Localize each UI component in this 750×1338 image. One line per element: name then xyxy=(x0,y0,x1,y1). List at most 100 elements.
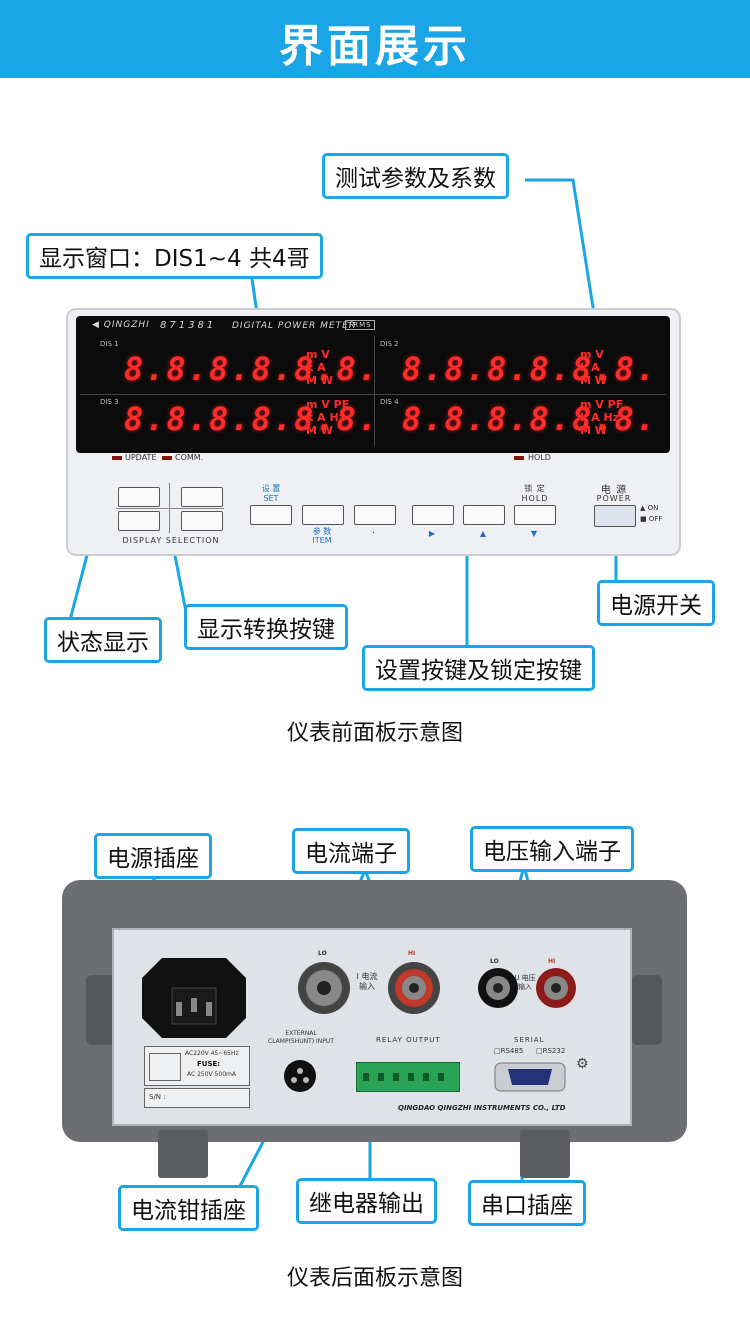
item-label-en: ITEM xyxy=(312,536,332,545)
brand-name: QINGZHI xyxy=(103,320,150,330)
dis1-label: DIS 1 xyxy=(100,340,119,348)
rear-panel-caption: 仪表后面板示意图 xyxy=(286,1266,463,1291)
voltage-lo-terminal[interactable] xyxy=(476,966,520,1010)
dis1-units: m V k A M W xyxy=(306,348,333,387)
dis2-unit-row1: m V xyxy=(580,348,604,361)
voltage-hi-terminal[interactable] xyxy=(534,966,578,1010)
set-button[interactable] xyxy=(250,505,292,525)
fuse-rating-label: AC 250V 500mA xyxy=(187,1071,236,1078)
power-label-en: POWER xyxy=(596,494,632,503)
serial-number-block: S/N : xyxy=(144,1088,250,1108)
callout-test-params: 测试参数及系数 xyxy=(322,153,509,199)
front-panel-caption: 仪表前面板示意图 xyxy=(286,721,463,746)
power-off-indicator: ■ OFF xyxy=(640,515,663,523)
dot-label: · xyxy=(371,528,377,539)
display-divider-v xyxy=(374,336,375,446)
right-arrow-button[interactable] xyxy=(412,505,454,525)
power-off-label: OFF xyxy=(648,515,663,523)
up-arrow-button[interactable] xyxy=(463,505,505,525)
comm-led xyxy=(162,456,172,460)
display-select-button-2[interactable] xyxy=(181,487,223,507)
meter-subtitle: DIGITAL POWER METER xyxy=(232,321,357,331)
dis3-units: m V PF k A Hz M W xyxy=(306,398,349,437)
rs232-option: □RS232 xyxy=(536,1047,566,1055)
dis2-unit-row2: k A xyxy=(580,361,600,374)
serial-port-socket[interactable] xyxy=(494,1062,566,1092)
dis4-label: DIS 4 xyxy=(380,398,399,406)
display-divider-h xyxy=(80,394,666,395)
serial-number-label: S/N : xyxy=(149,1093,166,1101)
rs485-label: RS485 xyxy=(500,1047,524,1055)
clamp-input-socket[interactable] xyxy=(282,1058,318,1094)
hold-label-cn: 锁 定 xyxy=(524,484,546,493)
set-label-cn: 设 置 xyxy=(261,484,281,493)
dis4-value: 8.8.8.8.8.8. xyxy=(402,400,658,438)
display-select-button-3[interactable] xyxy=(118,511,160,531)
dis4-unit-row3: M W xyxy=(580,424,607,437)
item-button[interactable] xyxy=(302,505,344,525)
rear-foot-right xyxy=(520,1130,570,1178)
callout-clamp-socket: 电流钳插座 xyxy=(118,1185,259,1231)
serial-label: SERIAL xyxy=(514,1036,545,1044)
callout-serial-socket: 串口插座 xyxy=(468,1180,586,1226)
clamp-input-label: EXTERNAL CLAMP(SHUNT) INPUT xyxy=(268,1030,334,1045)
relay-output-label: RELAY OUTPUT xyxy=(376,1036,441,1044)
model-number: 871381 xyxy=(160,320,217,331)
hold-led xyxy=(514,456,524,460)
set-label-en: SET xyxy=(263,494,279,503)
power-button[interactable] xyxy=(594,505,636,527)
item-label-cn: 参 数 xyxy=(312,527,332,536)
current-hi-label: HI xyxy=(408,950,416,957)
current-lo-label: LO xyxy=(318,950,327,957)
display-select-button-4[interactable] xyxy=(181,511,223,531)
header-banner xyxy=(0,0,750,78)
relay-pins xyxy=(363,1073,453,1081)
left-handle-grip xyxy=(86,975,116,1045)
hold-indicator-label: HOLD xyxy=(528,453,551,462)
fuse-label: FUSE: xyxy=(197,1060,221,1068)
power-on-indicator: ▲ ON xyxy=(640,504,659,512)
rs485-option: □RS485 xyxy=(494,1047,524,1055)
callout-voltage-terminal: 电压输入端子 xyxy=(470,826,634,872)
update-led xyxy=(112,456,122,460)
dis2-value: 8.8.8.8.8.8. xyxy=(402,350,658,388)
dot-button[interactable] xyxy=(354,505,396,525)
dis3-label: DIS 3 xyxy=(100,398,119,406)
dis3-unit-row3: M W xyxy=(306,424,333,437)
dis2-units: m V k A M W xyxy=(580,348,607,387)
dis4-units: m V PF k A Hz M W xyxy=(580,398,623,437)
callout-power-switch: 电源开关 xyxy=(597,580,715,626)
current-hi-terminal[interactable] xyxy=(386,960,442,1016)
page-title: 界面展示 xyxy=(279,21,471,72)
dis3-value: 8.8.8.8.8.8. xyxy=(124,400,380,438)
power-socket xyxy=(142,958,246,1038)
company-name: QINGDAO QINGZHI INSTRUMENTS CO., LTD xyxy=(398,1104,566,1112)
dis1-unit-row3: M W xyxy=(306,374,333,387)
power-on-label: ON xyxy=(647,504,659,512)
power-rating-block: AC220V 45~65Hz FUSE: AC 250V 500mA xyxy=(144,1046,250,1086)
callout-relay-output: 继电器输出 xyxy=(296,1178,437,1224)
selection-divider-h xyxy=(116,508,224,509)
voltage-hi-label: HI xyxy=(548,958,556,965)
dis4-unit-row2: k A Hz xyxy=(580,411,620,424)
dis3-unit-row1: m V PF xyxy=(306,398,350,411)
brand-logo: ◀ QINGZHI xyxy=(92,320,150,330)
power-rating-label: AC220V 45~65Hz xyxy=(185,1050,239,1057)
display-select-button-1[interactable] xyxy=(118,487,160,507)
current-input-label: I 电流 输入 xyxy=(356,972,378,991)
rs232-label: RS232 xyxy=(542,1047,566,1055)
callout-display-window: 显示窗口：DIS1~4 共4哥 xyxy=(26,233,323,279)
callout-display-switch: 显示转换按键 xyxy=(184,604,348,650)
voltage-lo-label: LO xyxy=(490,958,499,965)
current-lo-terminal[interactable] xyxy=(296,960,352,1016)
relay-output-connector[interactable] xyxy=(356,1062,460,1092)
lcd-display xyxy=(76,316,670,453)
callout-power-socket: 电源插座 xyxy=(94,833,212,879)
hold-button[interactable] xyxy=(514,505,556,525)
display-selection-label: DISPLAY SELECTION xyxy=(122,536,220,545)
voltage-input-label: U 电压 输入 xyxy=(514,974,536,991)
warning-symbol-icon xyxy=(149,1053,181,1081)
right-handle-grip xyxy=(632,975,662,1045)
callout-set-lock-keys: 设置按键及锁定按键 xyxy=(362,645,595,691)
dis1-unit-row1: m V xyxy=(306,348,330,361)
